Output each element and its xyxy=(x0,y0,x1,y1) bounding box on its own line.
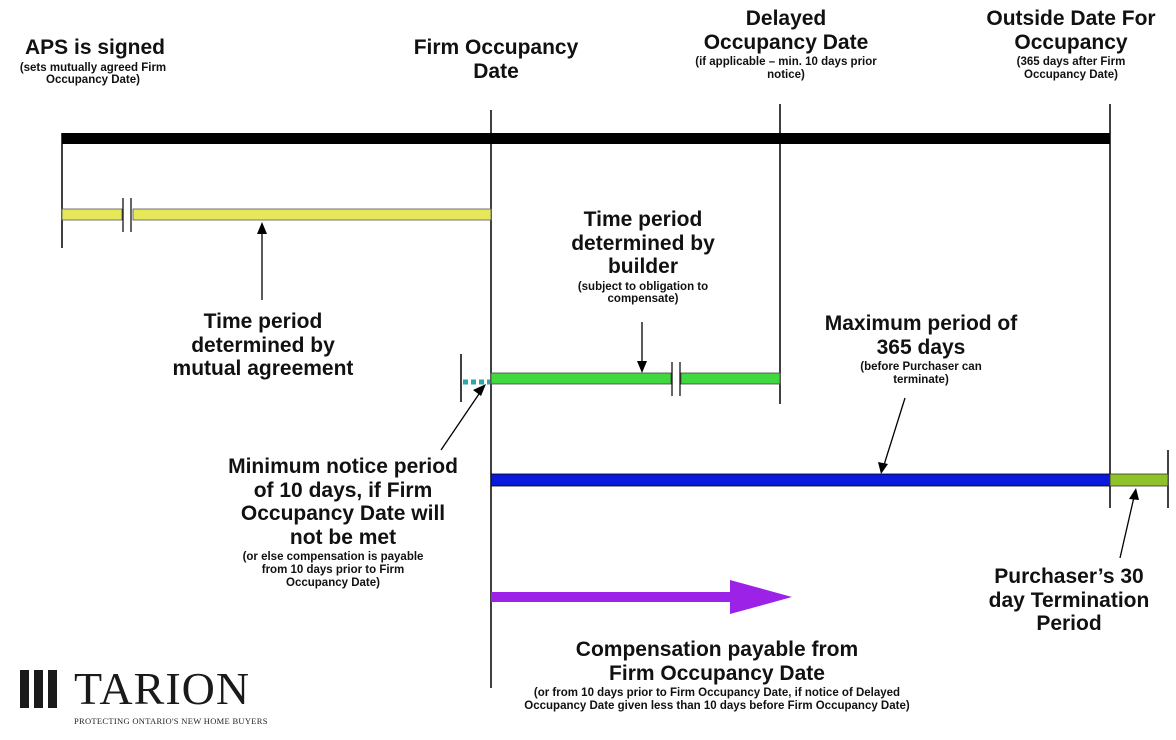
firm-title: Firm Occupancy Date xyxy=(413,36,579,83)
maximum-pointer-arrow xyxy=(878,397,906,474)
mutual-label: Time period determined by mutual agreeme… xyxy=(170,310,356,381)
delayed-title: Delayed Occupancy Date xyxy=(703,7,869,54)
builder-bar xyxy=(490,362,781,396)
notice-title: Minimum notice period of 10 days, if Fir… xyxy=(228,455,458,549)
delayed-note: (if applicable – min. 10 days prior noti… xyxy=(695,56,877,81)
termination-pointer-arrow xyxy=(1119,488,1139,559)
aps-note: (sets mutually agreed Firm Occupancy Dat… xyxy=(19,61,167,87)
logo-wordmark: TARION xyxy=(74,663,251,714)
compensation-note: (or from 10 days prior to Firm Occupancy… xyxy=(524,687,910,712)
builder-label: Time period determined by builder (subje… xyxy=(550,208,736,306)
logo-tagline: PROTECTING ONTARIO'S NEW HOME BUYERS xyxy=(74,716,268,726)
maximum-note: (before Purchaser can terminate) xyxy=(860,361,982,386)
outside-note: (365 days after Firm Occupancy Date) xyxy=(1016,56,1126,81)
maximum-label: Maximum period of 365 days (before Purch… xyxy=(818,312,1024,387)
notice-pointer-arrow xyxy=(440,384,486,451)
maximum-period-bar xyxy=(490,473,1111,487)
tarion-logo: TARION PROTECTING ONTARIO'S NEW HOME BUY… xyxy=(20,663,280,734)
notice-label: Minimum notice period of 10 days, if Fir… xyxy=(222,455,464,590)
firm-label: Firm Occupancy Date xyxy=(396,36,596,83)
mutual-title: Time period determined by mutual agreeme… xyxy=(172,310,354,381)
delayed-label: Delayed Occupancy Date (if applicable – … xyxy=(678,7,894,82)
outside-label: Outside Date For Occupancy (365 days aft… xyxy=(968,7,1174,82)
aps-label: APS is signed (sets mutually agreed Firm… xyxy=(0,36,190,87)
logo-bars-icon xyxy=(20,670,57,708)
main-timeline-bar xyxy=(62,133,1110,144)
aps-title: APS is signed xyxy=(24,36,166,59)
termination-label: Purchaser’s 30 day Termination Period xyxy=(962,565,1176,636)
compensation-label: Compensation payable from Firm Occupancy… xyxy=(502,638,932,713)
compensation-arrow xyxy=(491,580,792,614)
mutual-bar xyxy=(61,198,492,232)
builder-title: Time period determined by builder xyxy=(571,208,715,279)
termination-bar xyxy=(1109,473,1169,487)
compensation-title: Compensation payable from Firm Occupancy… xyxy=(575,638,859,685)
notice-note: (or else compensation is payable from 10… xyxy=(242,551,424,589)
builder-note: (subject to obligation to compensate) xyxy=(577,280,709,306)
maximum-title: Maximum period of 365 days xyxy=(824,312,1018,359)
builder-pointer-arrow xyxy=(637,322,647,373)
mutual-pointer-arrow xyxy=(257,222,267,300)
termination-title: Purchaser’s 30 day Termination Period xyxy=(988,565,1150,636)
outside-title: Outside Date For Occupancy xyxy=(986,7,1156,54)
